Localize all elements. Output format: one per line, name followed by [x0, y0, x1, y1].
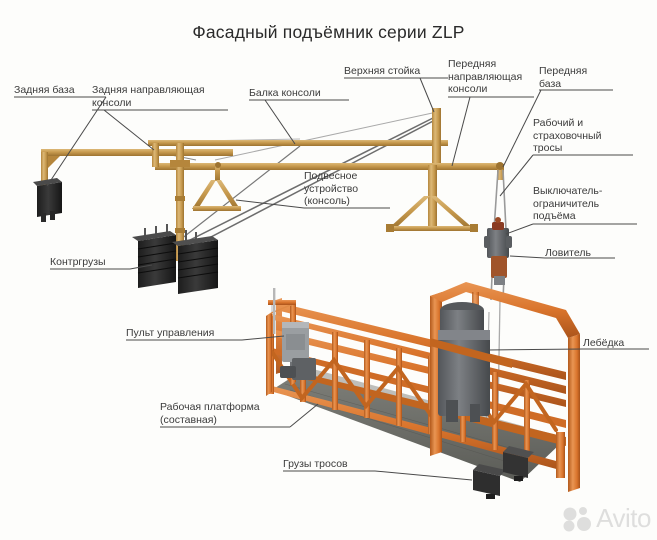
safety-lock-device	[484, 217, 512, 285]
callout-console-beam: Балка консоли	[249, 87, 321, 99]
callout-front-base: Передняя база	[539, 65, 588, 90]
rear-base-block	[33, 178, 62, 222]
callout-rope-weights: Грузы тросов	[283, 458, 348, 470]
platform-mast	[273, 288, 276, 334]
callout-rear-base: Задняя база	[14, 84, 75, 96]
callout-hoist-winch: Лебёдка	[583, 337, 625, 349]
suspension-yoke	[192, 162, 241, 211]
rear-guide-console-post	[148, 140, 451, 261]
hoist-winch-unit	[430, 302, 512, 422]
front-rig	[386, 108, 504, 232]
callout-lift-limit-switch: Выключатель- ограничитель подъёма	[533, 185, 603, 223]
callout-counterweights: Контргрузы	[50, 256, 106, 268]
callout-upper-post: Верхняя стойка	[344, 65, 421, 77]
callout-control-panel: Пульт управления	[126, 327, 215, 339]
callout-rear-guide-console: Задняя направляющая консоли	[92, 84, 205, 109]
page-title: Фасадный подъёмник серии ZLP	[192, 22, 465, 42]
callout-work-safety-ropes: Рабочий и страховочный тросы	[533, 117, 602, 155]
rear-base-assembly	[33, 149, 233, 222]
counterweight-stack	[132, 224, 219, 294]
callout-front-guide-console: Передняя направляющая консоли	[448, 58, 523, 96]
avito-watermark-text: Avito	[596, 503, 651, 533]
callout-work-platform: Рабочая платформа (составная)	[160, 401, 260, 426]
rope-weight-blocks	[473, 446, 534, 499]
avito-logo-icon	[563, 506, 592, 531]
callout-suspension-console: Подвесное устройство (консоль)	[304, 170, 359, 208]
avito-watermark: Avito	[562, 503, 651, 534]
callout-safety-lock: Ловитель	[545, 247, 591, 259]
left-hoist-unit	[280, 358, 316, 380]
